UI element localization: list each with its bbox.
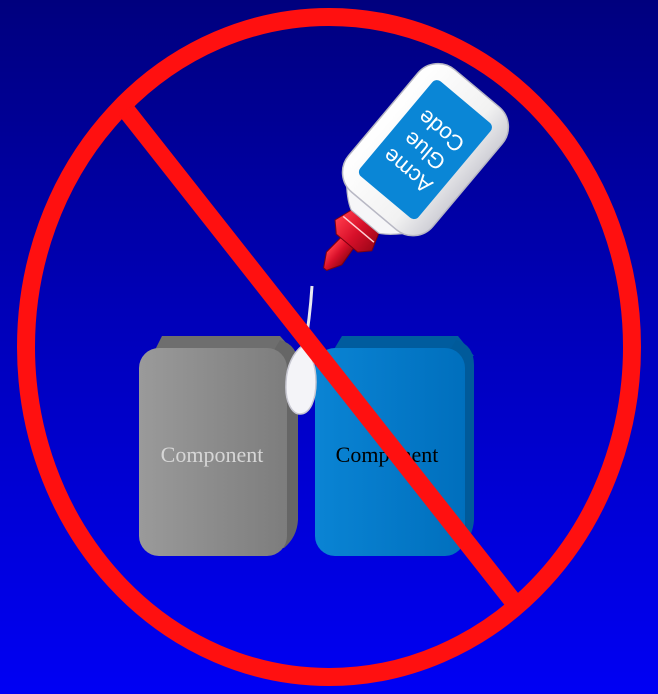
glue-bottle: Acme Glue Code [283, 53, 519, 304]
prohibition-symbol [26, 17, 632, 677]
component-block-gray: Component [139, 336, 298, 556]
prohibition-circle [26, 17, 632, 677]
component-gray-label: Component [161, 442, 264, 467]
